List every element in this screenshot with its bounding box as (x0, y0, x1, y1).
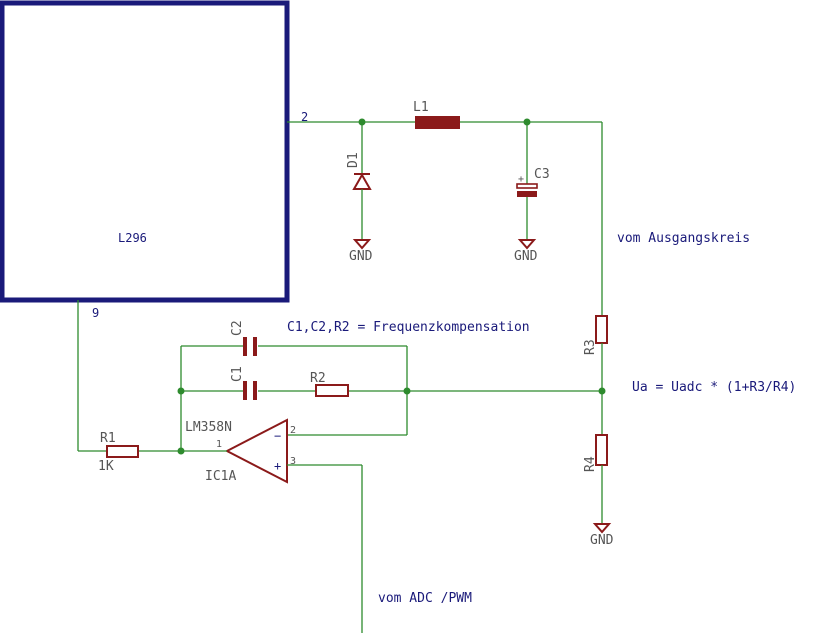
note-adc-pwm: vom ADC /PWM (378, 591, 472, 606)
opamp-ic1a (224, 418, 288, 484)
l296-ic-body (0, 0, 290, 303)
c1-label: C1 (230, 366, 245, 382)
r1-label: R1 (100, 431, 116, 446)
r4-label: R4 (583, 456, 598, 472)
d1-label: D1 (346, 152, 361, 168)
note-ausgangskreis: vom Ausgangskreis (617, 231, 750, 246)
resistor-r4 (595, 434, 608, 524)
resistor-r1 (106, 445, 139, 458)
capacitor-c2 (243, 337, 257, 356)
opamp-pin-1: 1 (216, 439, 222, 450)
opamp-minus-sign: − (274, 429, 281, 443)
gnd-d1-label: GND (349, 249, 373, 264)
output-wires (287, 121, 603, 316)
c2-label: C2 (230, 320, 245, 336)
gnd-c3-label: GND (514, 249, 538, 264)
note-formula: Ua = Uadc * (1+R3/R4) (632, 380, 796, 395)
opamp-pin-2: 2 (290, 425, 296, 436)
opamp-ref-label: IC1A (205, 469, 236, 484)
diode-d1 (352, 122, 372, 240)
inductor-l1 (415, 116, 460, 129)
adc-wires (287, 464, 363, 633)
note-kompensation: C1,C2,R2 = Frequenzkompensation (287, 320, 530, 335)
r3-label: R3 (583, 339, 598, 355)
l296-label: L296 (118, 231, 147, 245)
junction-c1-left (177, 387, 185, 395)
capacitor-c1 (243, 381, 257, 400)
junction-c1-r2-right (403, 387, 411, 395)
opamp-part-label: LM358N (185, 420, 232, 435)
resistor-r2 (315, 384, 349, 397)
gnd-symbol-r4 (592, 523, 612, 534)
resistor-r3 (595, 315, 608, 435)
opamp-plus-sign: + (274, 459, 281, 473)
c3-polarity: + (518, 174, 524, 185)
l1-label: L1 (413, 100, 429, 115)
pin-2-label: 2 (301, 110, 308, 124)
gnd-r4-label: GND (590, 533, 614, 548)
c3-label: C3 (534, 167, 550, 182)
capacitor-c3 (516, 122, 538, 240)
opamp-pin-3: 3 (290, 456, 296, 467)
pin-9-label: 9 (92, 306, 99, 320)
junction-opamp-out (177, 447, 185, 455)
r1-value: 1K (98, 459, 114, 474)
gnd-symbol-d1 (352, 239, 372, 250)
r2-label: R2 (310, 371, 326, 386)
gnd-symbol-c3 (517, 239, 537, 250)
feedback-wires (180, 345, 602, 451)
